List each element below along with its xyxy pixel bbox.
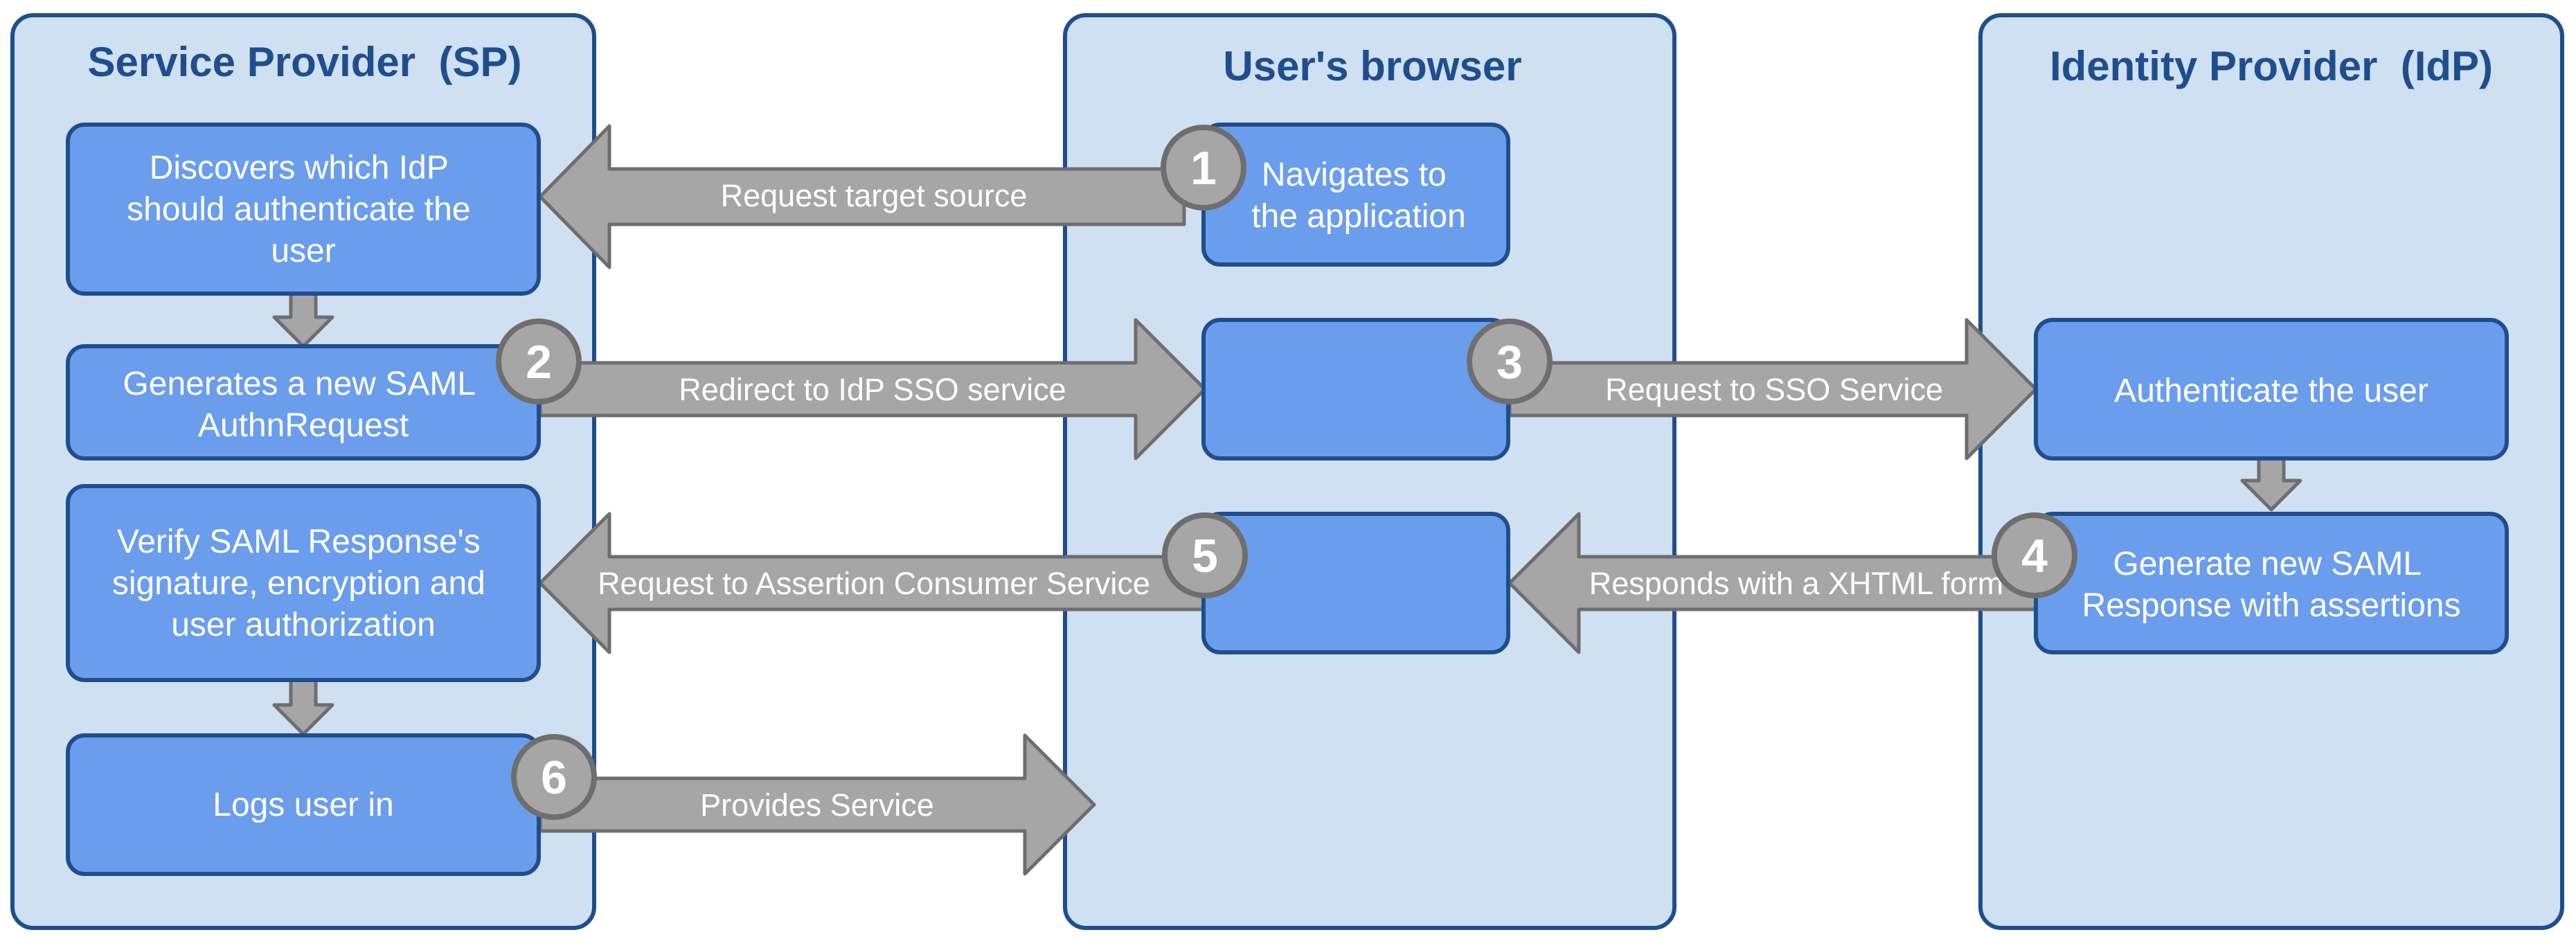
lane-title-browser: User's browser <box>1223 43 1521 89</box>
arrow-responds-xhtml-form <box>1508 512 2038 654</box>
down-arrow-sp-2 <box>272 678 334 736</box>
box-text-browser-navigate: Navigates to the application <box>1251 156 1466 235</box>
arrow-label-redirect-idp-sso: Redirect to IdP SSO service <box>679 372 1066 407</box>
arrow-redirect-idp-sso <box>538 318 1207 460</box>
lane-title-sp: Service Provider (SP) <box>88 39 522 85</box>
box-text-idp-authenticate: Authenticate the user <box>2114 373 2429 409</box>
step-badge-1: 1 <box>1161 125 1246 211</box>
down-arrow-sp-1 <box>272 292 334 348</box>
box-text-sp-verify-response: Verify SAML Response's signature, encryp… <box>112 524 494 643</box>
step-number-3: 3 <box>1496 336 1523 388</box>
arrow-provides-service <box>538 733 1096 876</box>
arrow-label-provides-service: Provides Service <box>700 787 934 823</box>
step-number-6: 6 <box>541 751 567 804</box>
arrow-label-request-sso-service: Request to SSO Service <box>1605 372 1943 407</box>
arrow-label-request-acs: Request to Assertion Consumer Service <box>598 566 1150 601</box>
step-badge-2: 2 <box>496 319 582 404</box>
step-number-5: 5 <box>1192 530 1218 582</box>
box-text-sp-generate-authnrequest: Generates a new SAML AuthnRequest <box>123 366 483 444</box>
step-badge-5: 5 <box>1162 512 1248 598</box>
box-browser-redirect <box>1201 318 1510 460</box>
step-number-2: 2 <box>526 336 552 388</box>
box-sp-discover-idp <box>66 123 541 296</box>
box-text-sp-discover-idp: Discovers which IdP should authenticate … <box>127 150 480 269</box>
arrow-request-sso-service <box>1508 318 2038 460</box>
arrow-label-request-target-source: Request target source <box>721 178 1028 213</box>
lane-title-idp: Identity Provider (IdP) <box>2050 43 2493 89</box>
arrow-request-acs <box>538 512 1207 654</box>
step-badge-3: 3 <box>1467 319 1553 404</box>
step-badge-6: 6 <box>511 734 597 820</box>
step-number-1: 1 <box>1190 142 1217 195</box>
box-idp-authenticate <box>2034 318 2509 460</box>
step-badge-4: 4 <box>1992 512 2077 598</box>
step-number-4: 4 <box>2021 530 2048 582</box>
arrow-request-target-source <box>538 124 1186 269</box>
box-text-sp-logs-user-in: Logs user in <box>213 787 394 823</box>
box-idp-generate-response <box>2034 512 2509 654</box>
arrow-label-responds-xhtml-form: Responds with a XHTML form <box>1589 566 2004 601</box>
down-arrow-idp <box>2240 456 2302 512</box>
box-sp-verify-response <box>66 484 541 682</box>
box-text-idp-generate-response: Generate new SAML Response with assertio… <box>2082 546 2461 624</box>
box-browser-post-form <box>1201 512 1510 654</box>
box-browser-navigate <box>1201 123 1510 267</box>
